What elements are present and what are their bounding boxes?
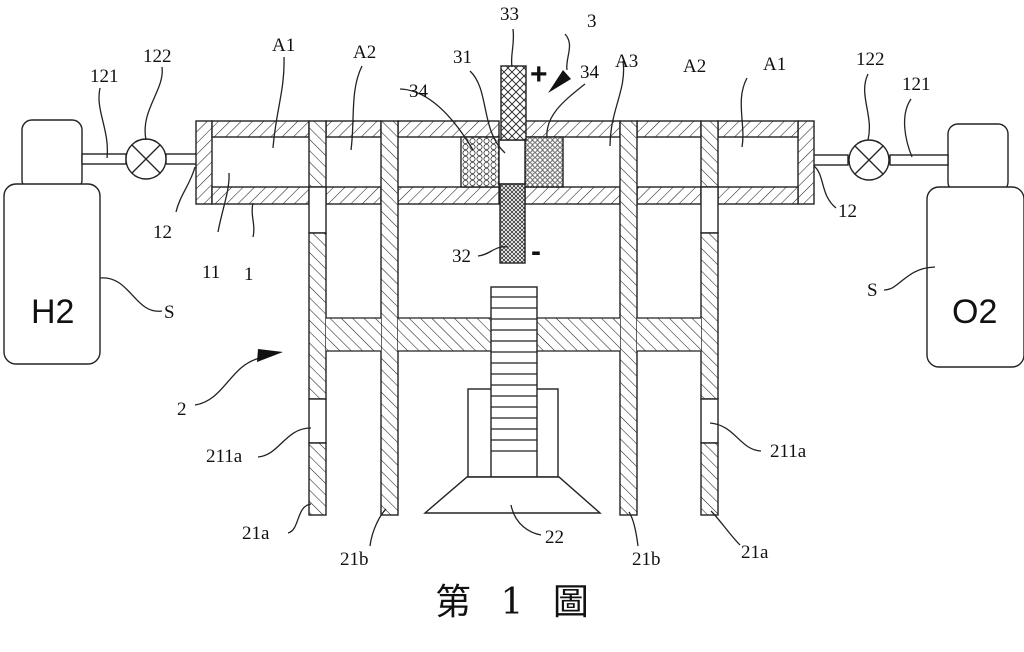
cell-assembly	[460, 65, 564, 264]
membrane-left	[460, 136, 500, 188]
electrolyte	[498, 139, 526, 185]
label-hole-right: 211a	[770, 441, 807, 462]
label-tank-right: S	[867, 280, 878, 301]
label-pipe-left: 121	[90, 66, 119, 87]
label-piston-frame: 2	[177, 399, 187, 420]
piston-frame	[308, 120, 719, 516]
valve-right-icon	[848, 139, 890, 181]
label-anode: 33	[500, 4, 519, 25]
hole-211a-right	[700, 398, 719, 444]
label-pipe-right: 121	[902, 74, 931, 95]
label-a2-left: A2	[353, 42, 376, 63]
label-o2: O2	[952, 293, 997, 331]
o2-tank	[926, 123, 1024, 368]
housing	[195, 120, 815, 205]
label-driver: 22	[545, 527, 564, 548]
label-a3: A3	[615, 51, 638, 72]
label-housing: 1	[244, 264, 254, 285]
label-tank-left: S	[164, 302, 175, 323]
valve-left-icon	[125, 138, 167, 180]
label-cell-assembly: 3	[587, 11, 597, 32]
label-port-left: 12	[153, 222, 172, 243]
h2-tank	[3, 119, 101, 365]
driver	[423, 286, 602, 514]
label-leg-outer-left: 21a	[242, 523, 270, 544]
label-a1-right: A1	[763, 54, 786, 75]
label-channel: 11	[202, 262, 220, 283]
label-valve-left: 122	[143, 46, 172, 67]
leader-lines	[98, 28, 936, 547]
arrow-cell-icon	[548, 33, 571, 93]
arrow-frame-icon	[194, 349, 283, 406]
label-membrane-left: 34	[409, 81, 429, 102]
hole-211a-left	[308, 398, 327, 444]
label-a2-right: A2	[683, 56, 706, 77]
label-leg-inner-right: 21b	[632, 549, 661, 570]
label-h2: H2	[31, 293, 74, 331]
label-leg-inner-left: 21b	[340, 549, 369, 570]
positive-sign: +	[530, 58, 548, 91]
figure-caption: 第 1 圖	[435, 582, 589, 623]
label-port-right: 12	[838, 201, 857, 222]
label-valve-right: 122	[856, 49, 885, 70]
label-cathode: 32	[452, 246, 471, 267]
membrane-right	[524, 136, 564, 188]
label-electrolyte: 31	[453, 47, 472, 68]
label-a1-left: A1	[272, 35, 295, 56]
label-membrane-right: 34	[580, 62, 600, 83]
label-leg-outer-right: 21a	[741, 542, 769, 563]
cathode-electrode	[499, 183, 526, 264]
negative-sign: -	[531, 235, 541, 268]
label-hole-left: 211a	[206, 446, 243, 467]
gear-rack	[490, 286, 538, 478]
anode-electrode	[500, 65, 527, 141]
